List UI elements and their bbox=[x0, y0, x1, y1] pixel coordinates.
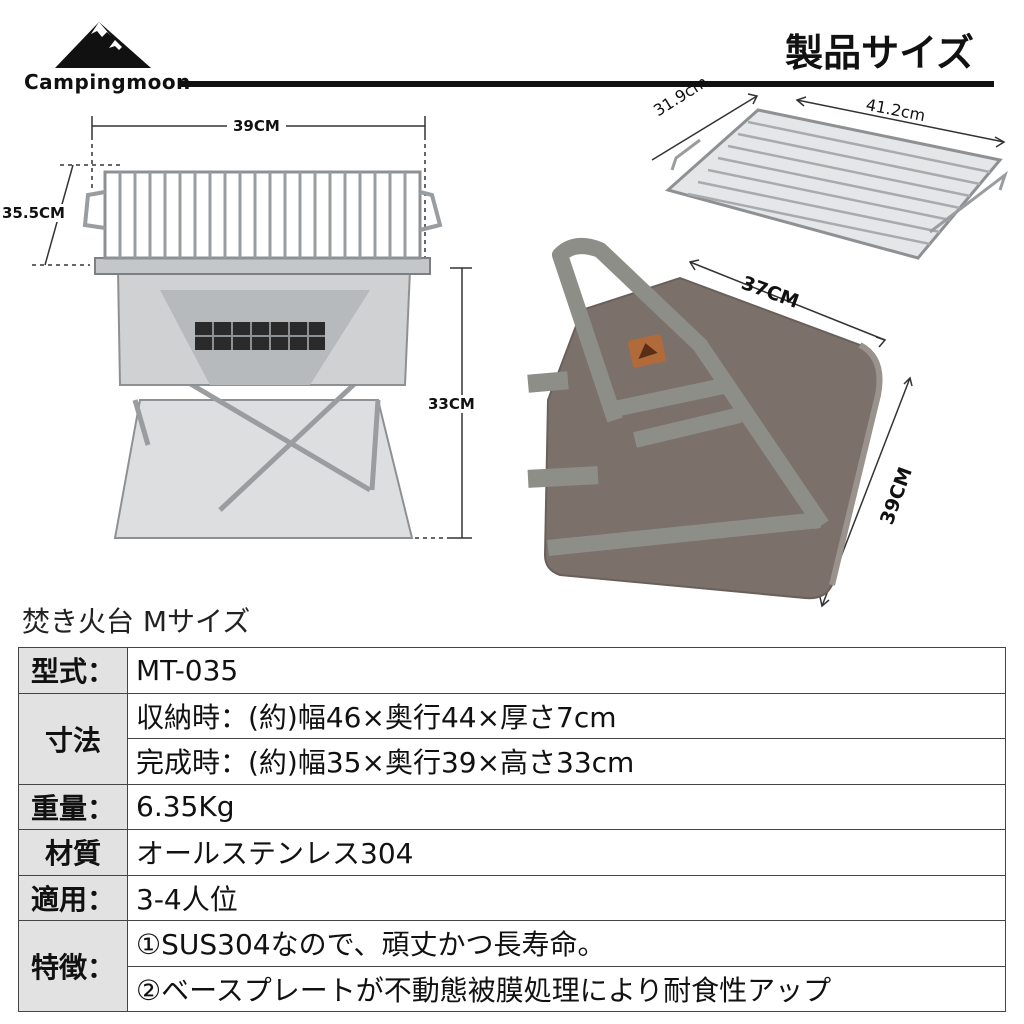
spec-value: ②ベースプレートが不動態被膜処理により耐食性アップ bbox=[127, 965, 1006, 1012]
product-subtitle: 焚き火台 Mサイズ bbox=[22, 605, 251, 638]
spec-row-dimensions-2: 完成時：(約)幅35×奥行39×高さ33cm bbox=[19, 738, 1006, 785]
spec-value: オールステンレス304 bbox=[127, 829, 1006, 876]
spec-label: 材質 bbox=[18, 829, 128, 876]
spec-label: 型式： bbox=[18, 647, 128, 694]
spec-row-dimensions: 寸法 収納時：(約)幅46×奥行44×厚さ7cm bbox=[18, 692, 1006, 785]
spec-value: 収納時：(約)幅46×奥行44×厚さ7cm bbox=[127, 692, 1006, 739]
grate-illustration bbox=[651, 93, 1008, 260]
spec-table: 型式： MT-035 寸法 収納時：(約)幅46×奥行44×厚さ7cm 完成時：… bbox=[18, 647, 1006, 1012]
spec-label: 特徴： bbox=[18, 920, 128, 1012]
spec-label: 適用： bbox=[18, 874, 128, 921]
grill-width-label: 39CM bbox=[227, 117, 286, 135]
grill-depth-label: 35.5CM bbox=[2, 204, 65, 222]
spec-value: MT-035 bbox=[127, 647, 1006, 694]
spec-row-weight: 重量： 6.35Kg bbox=[18, 783, 1006, 830]
spec-row-model: 型式： MT-035 bbox=[18, 647, 1006, 694]
spec-value: ①SUS304なので、頑丈かつ長寿命。 bbox=[127, 920, 1006, 967]
header-divider bbox=[178, 81, 994, 87]
spec-row-material: 材質 オールステンレス304 bbox=[18, 829, 1006, 876]
carry-bag-illustration bbox=[527, 238, 913, 608]
grill-height-label: 33CM bbox=[428, 395, 475, 413]
spec-value: 6.35Kg bbox=[127, 783, 1006, 830]
spec-value: 完成時：(約)幅35×奥行39×高さ33cm bbox=[127, 738, 1006, 785]
spec-label: 重量： bbox=[18, 783, 128, 830]
spec-label: 寸法 bbox=[18, 692, 128, 785]
brand-logo-mountain-icon bbox=[55, 22, 151, 68]
page-title: 製品サイズ bbox=[785, 31, 974, 75]
spec-row-features-2: ②ベースプレートが不動態被膜処理により耐食性アップ bbox=[19, 965, 1006, 1012]
spec-row-capacity: 適用： 3-4人位 bbox=[18, 874, 1006, 921]
fire-pit-illustration bbox=[32, 116, 472, 539]
brand-name: Campingmoon bbox=[24, 70, 191, 94]
spec-row-features: 特徴： ①SUS304なので、頑丈かつ長寿命。 bbox=[18, 920, 1006, 1012]
spec-value: 3-4人位 bbox=[127, 874, 1006, 921]
